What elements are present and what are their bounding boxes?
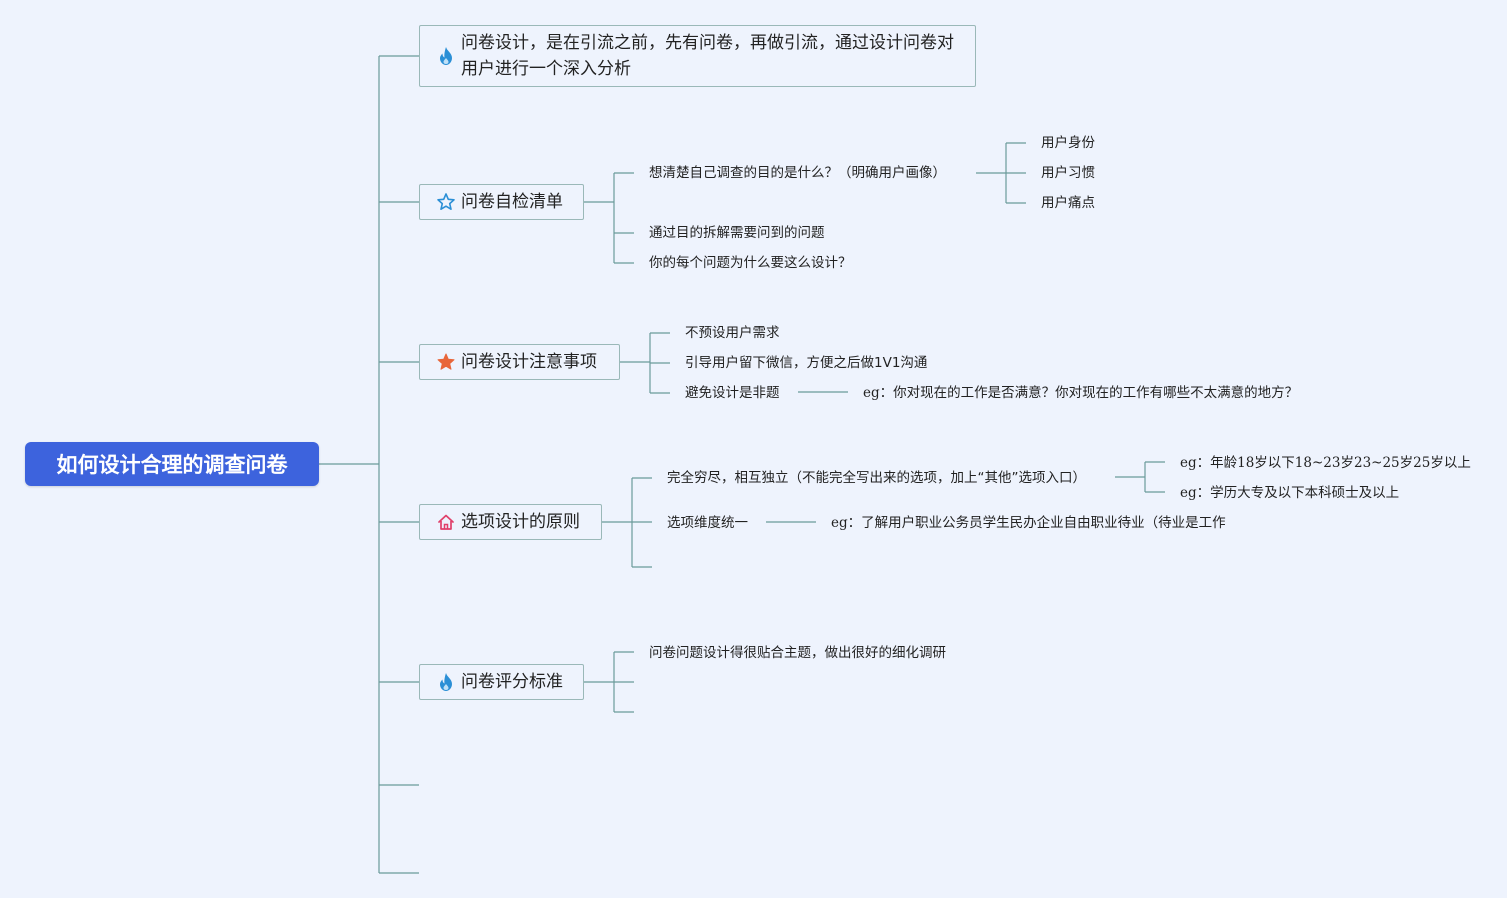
branch-topic-intro[interactable]: 问卷设计，是在引流之前，先有问卷，再做引流，通过设计问卷对用户进行一个深入分析 xyxy=(419,25,976,87)
subtopic-avoid-yes-no[interactable]: 避免设计是非题 xyxy=(685,385,780,401)
star-outline-icon xyxy=(436,192,456,212)
root-topic-label: 如何设计合理的调查问卷 xyxy=(56,453,288,477)
subtopic-example-education[interactable]: eg：学历大专及以下本科硕士及以上 xyxy=(1180,485,1400,501)
branch-topic-scoring[interactable]: 问卷评分标准 xyxy=(419,664,584,700)
subtopic-example-age[interactable]: eg：年龄18岁以下18~23岁23~25岁25岁以上 xyxy=(1180,455,1471,471)
subtopic-user-habits[interactable]: 用户习惯 xyxy=(1041,165,1095,181)
branch-topic-checklist[interactable]: 问卷自检清单 xyxy=(419,184,584,220)
star-filled-icon xyxy=(436,352,456,372)
subtopic-user-identity[interactable]: 用户身份 xyxy=(1041,135,1095,151)
subtopic-fit-topic[interactable]: 问卷问题设计得很贴合主题，做出很好的细化调研 xyxy=(649,645,946,661)
branch-topic-label: 问卷设计注意事项 xyxy=(461,352,597,372)
subtopic-mece[interactable]: 完全穷尽，相互独立（不能完全写出来的选项，加上“其他”选项入口） xyxy=(667,470,1086,486)
branch-topic-label: 问卷评分标准 xyxy=(461,672,563,692)
branch-topic-notes[interactable]: 问卷设计注意事项 xyxy=(419,344,620,380)
subtopic-wechat[interactable]: 引导用户留下微信，方便之后做1V1沟通 xyxy=(685,355,928,371)
flame-icon xyxy=(436,46,456,66)
subtopic-why-design[interactable]: 你的每个问题为什么要这么设计？ xyxy=(649,255,852,271)
subtopic-same-dimension[interactable]: 选项维度统一 xyxy=(667,515,748,531)
subtopic-user-pain-points[interactable]: 用户痛点 xyxy=(1041,195,1095,211)
subtopic-purpose[interactable]: 想清楚自己调查的目的是什么？（明确用户画像） xyxy=(649,165,946,181)
subtopic-decompose[interactable]: 通过目的拆解需要问到的问题 xyxy=(649,225,825,241)
branch-topic-options[interactable]: 选项设计的原则 xyxy=(419,504,602,540)
branch-topic-label: 问卷自检清单 xyxy=(461,192,563,212)
house-icon xyxy=(436,512,456,532)
subtopic-no-presumption[interactable]: 不预设用户需求 xyxy=(685,325,780,341)
subtopic-example-occupation[interactable]: eg：了解用户职业公务员学生民办企业自由职业待业（待业是工作 xyxy=(831,515,1226,531)
branch-topic-label: 选项设计的原则 xyxy=(461,512,580,532)
flame-icon xyxy=(436,672,456,692)
subtopic-example-job[interactable]: eg：你对现在的工作是否满意？你对现在的工作有哪些不太满意的地方？ xyxy=(863,385,1299,401)
root-topic[interactable]: 如何设计合理的调查问卷 xyxy=(25,442,319,486)
branch-topic-label: 问卷设计，是在引流之前，先有问卷，再做引流，通过设计问卷对用户进行一个深入分析 xyxy=(461,33,954,79)
